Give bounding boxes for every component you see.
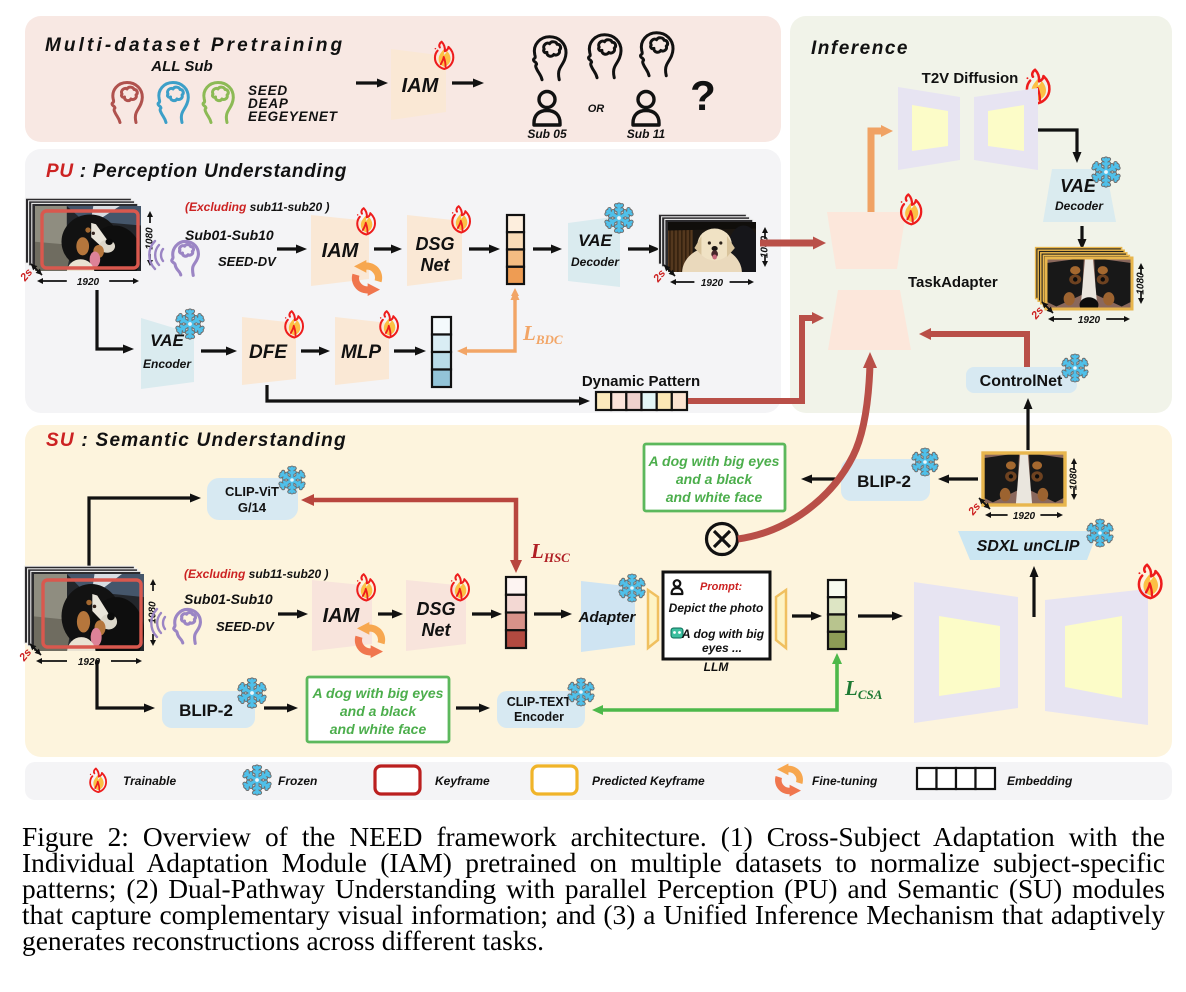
svg-text:T2V Diffusion: T2V Diffusion [922,70,1019,87]
svg-text:BLIP-2: BLIP-2 [179,701,233,720]
svg-text:Sub 11: Sub 11 [627,127,666,141]
svg-text:A dog with big eyes: A dog with big eyes [312,685,444,701]
svg-text:Decoder: Decoder [1055,199,1104,213]
svg-text:VAE: VAE [150,331,184,350]
svg-text:1080: 1080 [1069,467,1080,490]
svg-text:CLIP-ViT: CLIP-ViT [225,484,279,499]
svg-text:SEED: SEED [248,83,288,98]
svg-text:eyes ...: eyes ... [702,641,742,655]
svg-text:1920: 1920 [78,657,101,668]
svg-text:Frozen: Frozen [278,774,317,788]
svg-text:(Excluding sub11-sub20 ): (Excluding sub11-sub20 ) [185,200,329,214]
svg-text:1080: 1080 [760,235,771,258]
svg-text:IAM: IAM [322,240,360,262]
svg-text:Trainable: Trainable [123,774,176,788]
svg-text:SU : Semantic Understanding: SU : Semantic Understanding [46,430,347,451]
svg-text:Dynamic Pattern: Dynamic Pattern [582,373,700,390]
svg-text:1920: 1920 [701,278,724,289]
svg-text:ALL Sub: ALL Sub [150,58,212,75]
svg-text:SDXL unCLIP: SDXL unCLIP [977,538,1080,555]
svg-text:CLIP-TEXT: CLIP-TEXT [507,695,572,709]
svg-text:DSG: DSG [416,599,455,619]
svg-text:G/14: G/14 [238,500,267,515]
svg-text:1080: 1080 [1136,272,1147,295]
svg-text:1080: 1080 [145,227,156,250]
svg-text:1920: 1920 [1078,315,1101,326]
svg-text:1920: 1920 [77,277,100,288]
svg-text:Net: Net [420,255,450,275]
svg-text:OR: OR [588,103,605,115]
svg-text:Inference: Inference [811,38,909,59]
svg-text:IAM: IAM [402,75,440,97]
svg-text:Depict the photo: Depict the photo [669,601,764,615]
svg-text:Embedding: Embedding [1007,774,1073,788]
svg-text:BLIP-2: BLIP-2 [857,472,911,491]
svg-text:LLM: LLM [704,660,730,674]
svg-text:Multi-dataset Pretraining: Multi-dataset Pretraining [45,35,345,56]
svg-text:A dog with big: A dog with big [681,627,765,641]
svg-text:and a black: and a black [676,471,753,487]
svg-text:SEED-DV: SEED-DV [216,619,275,634]
svg-text:Prompt:: Prompt: [700,581,743,593]
svg-text:1920: 1920 [1013,511,1036,522]
svg-text:?: ? [690,72,716,119]
svg-text:Encoder: Encoder [514,710,564,724]
svg-text:IAM: IAM [323,605,361,627]
svg-text:Sub01-Sub10: Sub01-Sub10 [185,227,274,243]
svg-text:(Excluding sub11-sub20 ): (Excluding sub11-sub20 ) [184,567,328,581]
svg-text:VAE: VAE [1060,176,1097,196]
svg-text:Adapter: Adapter [578,609,637,626]
svg-text:Encoder: Encoder [143,357,192,371]
svg-text:DSG: DSG [415,234,454,254]
svg-text:Predicted Keyframe: Predicted Keyframe [592,774,705,788]
svg-text:and white face: and white face [666,489,763,505]
svg-text:MLP: MLP [341,342,381,363]
svg-text:Net: Net [421,620,451,640]
svg-text:and a black: and a black [340,703,417,719]
svg-text:SEED-DV: SEED-DV [218,254,277,269]
svg-text:PU : Perception Understanding: PU : Perception Understanding [46,161,347,182]
svg-text:VAE: VAE [578,231,612,250]
svg-text:A dog with big eyes: A dog with big eyes [648,453,780,469]
svg-text:Sub01-Sub10: Sub01-Sub10 [184,591,273,607]
svg-text:DEAP: DEAP [248,96,289,111]
svg-text:Fine-tuning: Fine-tuning [812,774,878,788]
svg-text:ControlNet: ControlNet [980,373,1063,390]
svg-text:Sub 05: Sub 05 [527,127,567,141]
svg-text:and white face: and white face [330,721,427,737]
svg-text:Decoder: Decoder [571,255,620,269]
svg-text:EEGEYENET: EEGEYENET [248,109,339,124]
svg-text:Keyframe: Keyframe [435,774,490,788]
svg-text:DFE: DFE [249,342,288,363]
svg-text:TaskAdapter: TaskAdapter [908,274,998,291]
